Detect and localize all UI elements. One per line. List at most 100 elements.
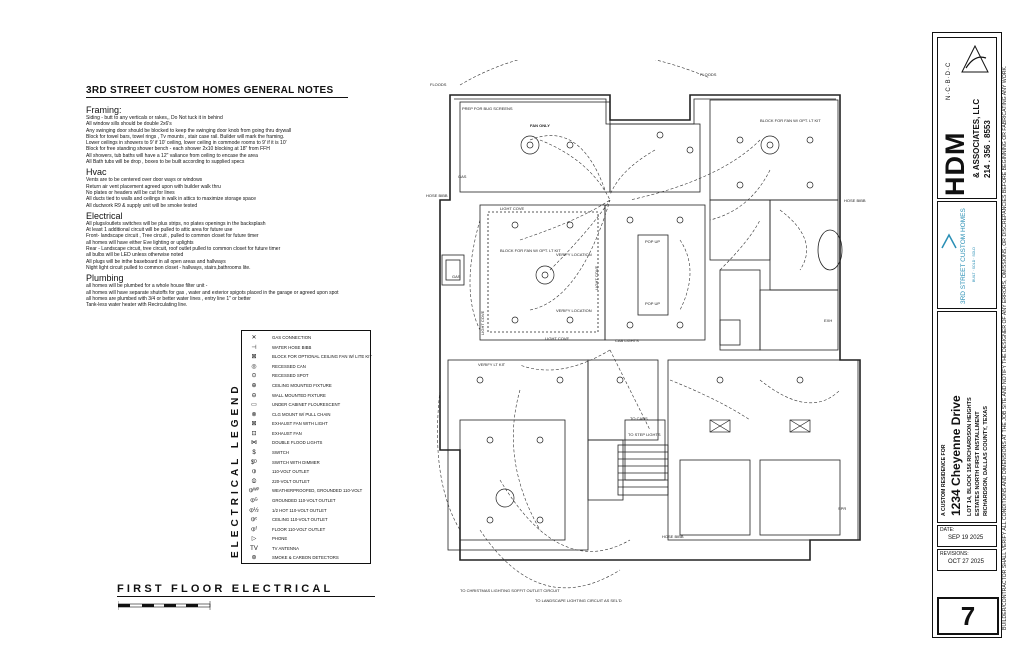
builder-logo-box: 3RD STREET CUSTOM HOMES BUILT · SOLD · S… — [937, 201, 997, 309]
builder-logo-icon — [941, 233, 957, 249]
electrical-legend: ✕GAS CONNECTION⊣WATER HOSE BIBB⊠BLOCK FO… — [241, 330, 372, 564]
notes-line: All showers, tub baths will have a 12" v… — [86, 152, 258, 159]
notes-line: All Bath tubs will be drop , boxes to be… — [86, 159, 245, 166]
plan-label-exh: EXH — [824, 318, 832, 323]
legend-row: TV TV ANTENNA — [242, 544, 370, 554]
plan-label-gas: GAS — [458, 174, 467, 179]
notes-line: Vents are to be centered over door ways … — [86, 177, 203, 184]
notes-line: No plates or headers will be cut for lin… — [86, 189, 175, 196]
notes-line: Siding - butt to any verticals or rakes,… — [86, 115, 223, 121]
notes-line: all homes will have either Eve lighting … — [86, 239, 194, 246]
date-value: SEP 19 2025 — [948, 535, 984, 541]
switch-icon: $ — [252, 450, 256, 456]
revisions-box: REVISIONS: OCT 27 2025 — [937, 549, 997, 571]
legend-row: ⦷220-VOLT OUTLET — [242, 477, 370, 487]
legend-row: ⦶ᵂᴾ WEATHERPROOFED, GROUNDED 110-VOLT — [242, 486, 370, 496]
notes-line: All ductwork R9 & supply unit will be sm… — [86, 202, 198, 209]
legend-label: EXHAUST FAN — [272, 430, 302, 436]
firm-subtitle: & ASSOCIATES, LLC — [972, 98, 981, 178]
legend-label: UNDER CABINET FLOURESCENT — [272, 402, 341, 408]
legend-label: CLG MOUNT W/ PULL CHAIN — [272, 411, 331, 417]
legend-row: ⊡EXHAUST FAN — [242, 429, 370, 439]
plan-label-pop-up: POP UP — [645, 239, 660, 244]
legend-label: PHONE — [272, 536, 288, 542]
legend-row: ✕GAS CONNECTION — [242, 333, 370, 343]
legend-label: FLOOR 110-VOLT OUTLET — [272, 526, 326, 532]
legend-label: EXHAUST FAN WITH LIGHT — [272, 421, 328, 427]
grounded-outlet-icon: ⦶ᴳ — [250, 497, 258, 504]
sheet-title: FIRST FLOOR ELECTRICAL — [117, 583, 375, 597]
hose-bibb-icon: ⊣ — [251, 344, 257, 351]
legend-row: ⦶ 110-VOLT OUTLET — [242, 467, 370, 477]
plan-label-hose-bibb-right: HOSE BIBB — [844, 198, 866, 203]
project-city: RICHARDSON, DALLAS COUNTY, TEXAS — [983, 405, 989, 516]
notes-line: All window sills should be double 2x6's — [86, 121, 172, 128]
notes-section-heading: Electrical — [86, 210, 123, 221]
notes-line: Night light circuit pulled to common clo… — [86, 264, 251, 271]
notes-section-heading: Hvac — [86, 167, 107, 178]
legend-label: WATER HOSE BIBB — [272, 344, 312, 350]
notes-line: All ducts tied to walls and ceilings in … — [86, 196, 257, 203]
dimmer-switch-icon: $ᴰ — [250, 459, 258, 466]
recessed-spot-icon: ⊙ — [251, 373, 257, 380]
notes-line: Block for towel bars, towel rings , Tv m… — [86, 133, 285, 140]
plan-label-light-cove-left: LIGHT COVE — [480, 311, 485, 335]
notes-line: All plugs will be inthe baseboard in all… — [86, 258, 226, 265]
plan-label-pop-up-2: POP UP — [645, 301, 660, 306]
under-cabinet-light-icon: ▭ — [251, 402, 257, 409]
legend-label: CEILING 110-VOLT OUTLET — [272, 517, 328, 523]
notes-line: Block for free standing shower bench - e… — [86, 146, 270, 153]
sheet-number: 7 — [937, 597, 999, 635]
plan-label-hose-bibb-bottom: HOSE BIBB — [662, 534, 684, 539]
plan-label-verify-location-2: VERIFY LOCATION — [556, 308, 592, 313]
ceiling-outlet-icon: ⦶ᶜ — [250, 517, 258, 524]
notes-line: all homes will have separate shutoffs fo… — [86, 289, 339, 296]
legend-label: SMOKE & CARBON DETECTORS — [272, 555, 339, 561]
legend-row: ▭ UNDER CABINET FLOURESCENT — [242, 400, 370, 410]
project-box: A CUSTOM RESIDENCE FOR 1234 Cheyenne Dri… — [937, 311, 997, 523]
plan-label-landscape: TO LANDSCAPE LIGHTING CIRCUIT AS SEL'D — [535, 598, 622, 603]
legend-row: ⊖WALL MOUNTED FIXTURE — [242, 391, 370, 401]
legend-label: WEATHERPROOFED, GROUNDED 110-VOLT — [272, 488, 363, 494]
builder-logo-text: 3RD STREET CUSTOM HOMES — [960, 208, 967, 304]
gas-connection-icon: ✕ — [251, 335, 257, 341]
legend-row: ⊗ CLG MOUNT W/ PULL CHAIN — [242, 410, 370, 420]
notes-section-heading: Plumbing — [86, 273, 124, 284]
residence-for: A CUSTOM RESIDENCE FOR — [941, 444, 947, 516]
legend-row: $SWITCH — [242, 448, 370, 458]
builder-logo-sub: BUILT · SOLD · SOLD — [972, 247, 976, 282]
project-address: 1234 Cheyenne Drive — [949, 395, 963, 516]
wp-outlet-icon: ⦶ᵂᴾ — [248, 488, 260, 495]
date-box: DATE: SEP 19 2025 — [937, 525, 997, 547]
graphic-scale — [118, 601, 211, 610]
smoke-detector-icon: ⊛ — [251, 555, 257, 562]
legal-description-2: ESTATES NORTH FIRST INSTALLMENT — [975, 411, 981, 516]
legend-label: RECESSED SPOT — [272, 373, 309, 379]
plan-label-verify-lt-kit: VERIFY LT KIT — [478, 362, 506, 367]
legend-label: DOUBLE FLOOD LIGHTS — [272, 440, 323, 446]
ncbdc-seal-logo — [961, 44, 989, 73]
legend-label: CEILING MOUNTED FIXTURE — [272, 382, 332, 388]
notes-line: Rear - Landscape circuit, tree circuit, … — [86, 246, 281, 253]
plan-label-fan-only: FAN ONLY — [530, 123, 550, 128]
recessed-can-icon: ◎ — [251, 363, 257, 370]
floor-outlet-icon: ⦶ᶠ — [251, 526, 257, 533]
plan-label-block-fan-mid: BLOCK FOR FAN W/ OPT. LT KIT — [500, 248, 561, 253]
tv-antenna-icon: TV — [250, 545, 258, 552]
title-block: N·C·B·D·C HDM & ASSOCIATES, LLC 214 . 35… — [932, 32, 1002, 638]
plan-label-to-step: TO STEP LIGHTS — [628, 432, 661, 437]
legend-row: ⊣ WATER HOSE BIBB — [242, 343, 370, 353]
notes-line: all homes will be plumbed for a whole ho… — [86, 283, 208, 290]
pull-chain-fixture-icon: ⊗ — [251, 411, 257, 418]
outlet-110-icon: ⦶ — [251, 469, 257, 476]
legend-label: TV ANTENNA — [272, 545, 299, 551]
phone-jack-icon: ▷ — [251, 536, 257, 543]
legend-label: 110-VOLT OUTLET — [272, 469, 310, 475]
legend-title: ELECTRICAL LEGEND — [230, 382, 241, 558]
notes-line: At least 1 additional circuit will be pu… — [86, 227, 233, 234]
legend-row: ⦶ᶠ FLOOR 110-VOLT OUTLET — [242, 525, 370, 535]
plan-label-verify-location: VERIFY LOCATION — [556, 252, 592, 257]
wall-fixture-icon: ⊖ — [251, 392, 257, 399]
